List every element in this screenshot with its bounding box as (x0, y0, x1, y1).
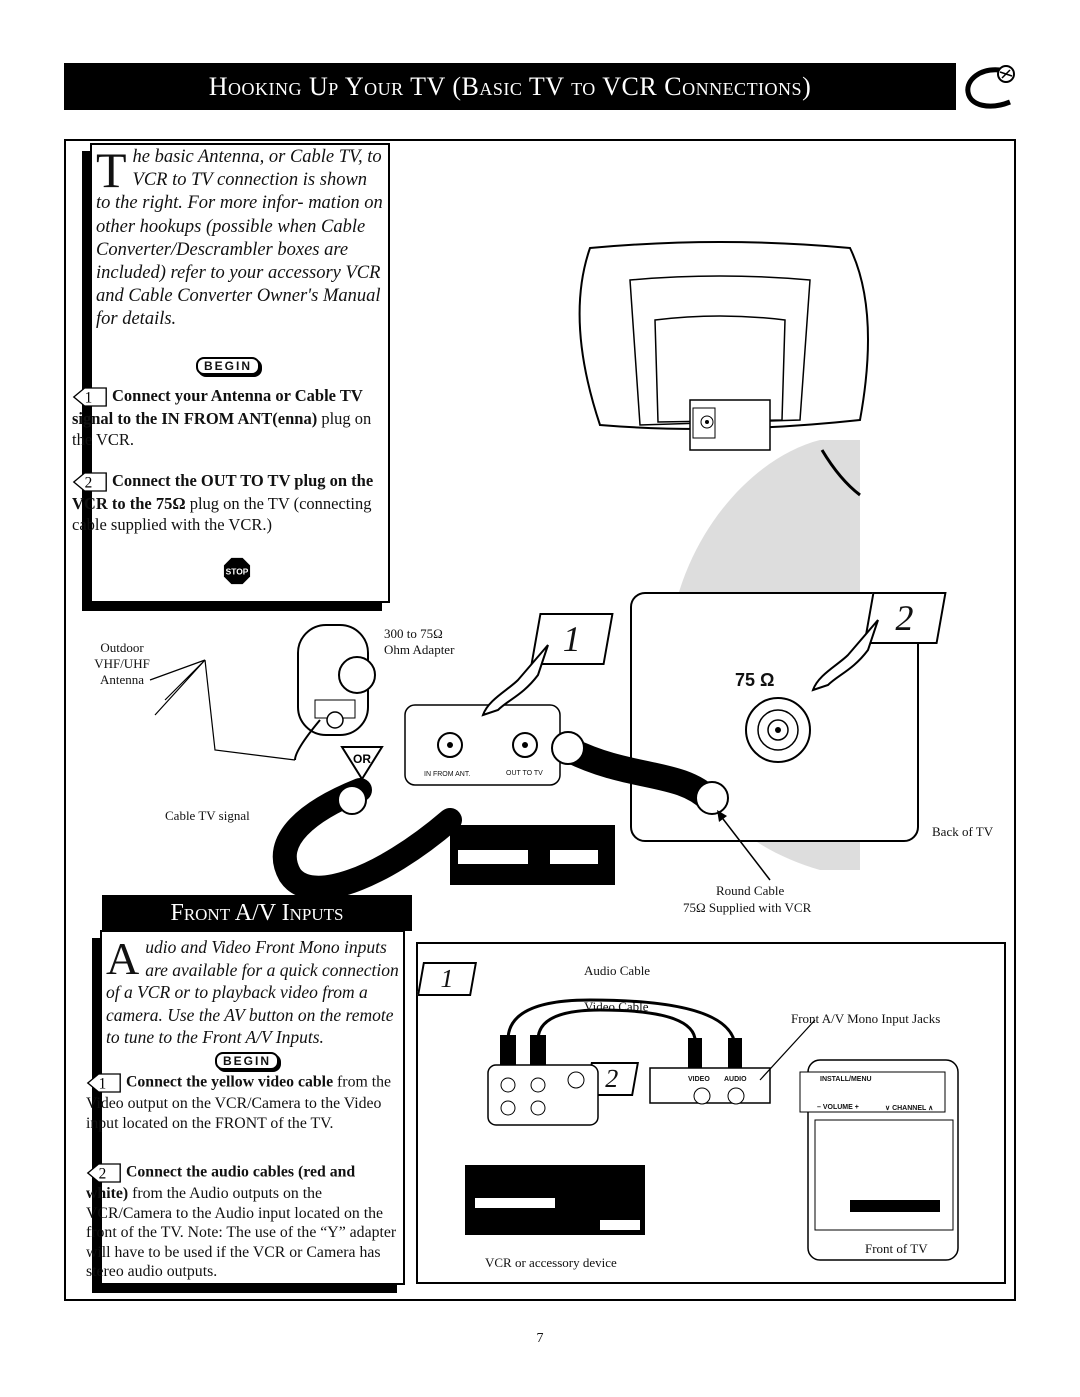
antenna-adapter-illustration (149, 624, 376, 761)
pointing-hand-icon (811, 619, 879, 692)
page-number: 7 (536, 1331, 544, 1346)
ohm-label: 75 Ω (735, 670, 775, 690)
begin-badge: BEGIN (215, 1052, 280, 1070)
cable-illustration (272, 704, 729, 900)
svg-text:2: 2 (99, 1165, 107, 1182)
front-av-diagram-frame (416, 942, 1006, 1284)
dropcap: T (96, 142, 127, 198)
step-arrow-icon: 1 (72, 387, 107, 407)
dropcap: A (106, 933, 140, 984)
pointing-hand-icon (481, 644, 549, 717)
page-frame (64, 139, 1016, 1301)
cable-tv-signal-label: Cable TV signal (165, 808, 250, 823)
stop-sign-icon: STOP (223, 557, 251, 585)
svg-text:STOP: STOP (226, 567, 249, 577)
front-jacks-label: Front A/V Mono Input Jacks (791, 1011, 941, 1026)
adapter-label: 300 to 75Ω Ohm Adapter (384, 626, 455, 657)
page-title: Hooking Up Your TV (Basic TV to VCR Conn… (208, 71, 812, 101)
front-of-tv-label: Front of TV (865, 1241, 928, 1256)
volume-label: – VOLUME + (817, 1104, 859, 1111)
install-menu-label: INSTALL/MENU (820, 1076, 872, 1083)
front-av-title: Front A/V Inputs (102, 895, 412, 931)
front-av-illustration (465, 998, 959, 1261)
svg-text:1: 1 (99, 1075, 107, 1092)
vcr-intro-text: he basic Antenna, or Cable TV, to VCR to… (96, 147, 383, 330)
back-of-tv-label: Back of TV (932, 824, 994, 839)
pointer-line (717, 810, 771, 881)
step-arrow-icon: 1 (86, 1073, 121, 1093)
step-arrow-icon: 2 (72, 472, 107, 492)
page-title-banner: Hooking Up Your TV (Basic TV to VCR Conn… (64, 63, 956, 110)
audio-jack-label: AUDIO (724, 1076, 747, 1083)
video-jack-label: VIDEO (688, 1076, 710, 1083)
front-av-instructions-box (100, 930, 405, 1285)
round-cable-label: Round Cable (716, 883, 785, 898)
channel-label: ∨ CHANNEL ∧ (885, 1105, 934, 1112)
supplied-label: 75Ω Supplied with VCR (683, 900, 812, 915)
begin-badge: BEGIN (196, 357, 261, 375)
vcr-device-label: VCR or accessory device (485, 1255, 617, 1270)
or-badge-icon: OR (340, 746, 384, 781)
step-arrow-icon: 2 (86, 1163, 121, 1183)
out-to-tv-label: OUT TO TV (506, 770, 543, 777)
in-from-ant-label: IN FROM ANT. (424, 771, 471, 778)
audio-cable-label: Audio Cable (584, 963, 651, 978)
section-logo-icon (965, 65, 1015, 109)
outdoor-antenna-label: Outdoor VHF/UHF Antenna (94, 640, 150, 687)
svg-text:1: 1 (85, 390, 93, 407)
svg-text:2: 2 (85, 475, 93, 492)
svg-text:OR: OR (353, 752, 371, 766)
front-av-intro-text: udio and Video Front Mono inputs are ava… (106, 937, 399, 1047)
